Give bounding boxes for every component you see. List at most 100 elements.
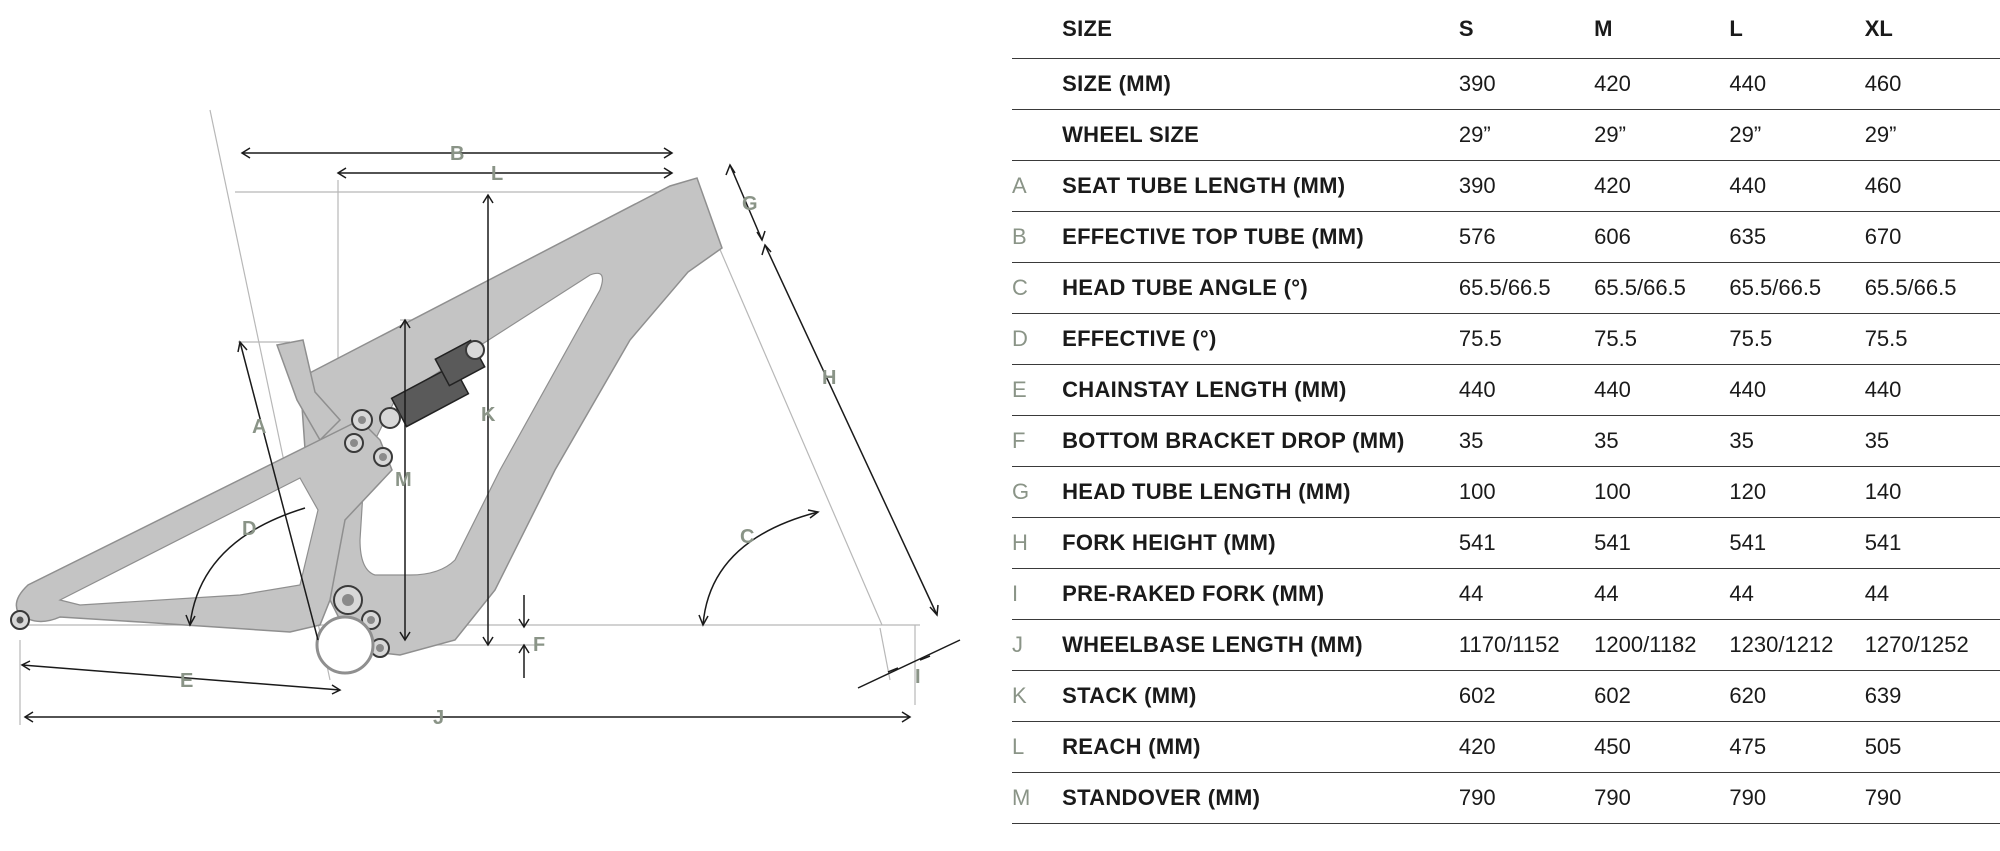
row-value-l: 29” bbox=[1729, 109, 1865, 161]
row-value-xl: 460 bbox=[1864, 58, 2000, 110]
row-letter: F bbox=[1012, 415, 1063, 467]
row-letter: M bbox=[1012, 772, 1063, 824]
row-value-l: 44 bbox=[1729, 568, 1865, 620]
row-value-s: 35 bbox=[1458, 415, 1595, 467]
row-letter bbox=[1012, 109, 1063, 161]
label-e: E bbox=[180, 670, 193, 692]
row-label: WHEELBASE LENGTH (MM) bbox=[1062, 619, 1459, 671]
row-value-l: 65.5/66.5 bbox=[1729, 262, 1865, 314]
header-size-xl: XL bbox=[1864, 0, 2000, 59]
row-value-m: 606 bbox=[1594, 211, 1730, 263]
row-label: WHEEL SIZE bbox=[1062, 109, 1459, 161]
header-size-m: M bbox=[1594, 0, 1730, 59]
row-letter: D bbox=[1012, 313, 1063, 365]
row-letter: J bbox=[1012, 619, 1063, 671]
front-triangle-cutout bbox=[359, 272, 603, 576]
row-value-s: 75.5 bbox=[1458, 313, 1595, 365]
row-label: PRE-RAKED FORK (MM) bbox=[1062, 568, 1459, 620]
label-c: C bbox=[740, 526, 754, 548]
row-value-s: 440 bbox=[1458, 364, 1595, 416]
label-g: G bbox=[742, 193, 758, 215]
row-letter: A bbox=[1012, 160, 1063, 212]
row-value-l: 475 bbox=[1729, 721, 1865, 773]
row-value-m: 35 bbox=[1594, 415, 1730, 467]
row-value-m: 420 bbox=[1594, 58, 1730, 110]
row-value-s: 44 bbox=[1458, 568, 1595, 620]
row-value-l: 440 bbox=[1729, 364, 1865, 416]
bike-frame bbox=[10, 177, 723, 675]
row-value-s: 1170/1152 bbox=[1458, 619, 1595, 671]
row-letter: B bbox=[1012, 211, 1063, 263]
row-label: SEAT TUBE LENGTH (MM) bbox=[1062, 160, 1459, 212]
label-k: K bbox=[481, 404, 496, 426]
row-value-s: 420 bbox=[1458, 721, 1595, 773]
label-m: M bbox=[395, 469, 412, 491]
row-label: FORK HEIGHT (MM) bbox=[1062, 517, 1459, 569]
row-value-xl: 1270/1252 bbox=[1864, 619, 2000, 671]
row-value-xl: 75.5 bbox=[1864, 313, 2000, 365]
row-label: HEAD TUBE LENGTH (MM) bbox=[1062, 466, 1459, 518]
row-value-m: 75.5 bbox=[1594, 313, 1730, 365]
row-value-xl: 35 bbox=[1864, 415, 2000, 467]
row-value-xl: 440 bbox=[1864, 364, 2000, 416]
row-label: SIZE (MM) bbox=[1062, 58, 1459, 110]
row-value-m: 541 bbox=[1594, 517, 1730, 569]
row-value-xl: 44 bbox=[1864, 568, 2000, 620]
row-value-s: 390 bbox=[1458, 160, 1595, 212]
row-value-l: 120 bbox=[1729, 466, 1865, 518]
row-value-l: 1230/1212 bbox=[1729, 619, 1865, 671]
row-value-l: 635 bbox=[1729, 211, 1865, 263]
row-value-m: 1200/1182 bbox=[1594, 619, 1730, 671]
label-f: F bbox=[533, 634, 545, 656]
row-value-m: 420 bbox=[1594, 160, 1730, 212]
rear-triangle-cutout bbox=[58, 477, 319, 606]
label-a: A bbox=[252, 416, 266, 438]
row-value-m: 44 bbox=[1594, 568, 1730, 620]
row-value-l: 620 bbox=[1729, 670, 1865, 722]
label-i: I bbox=[915, 666, 921, 688]
row-value-l: 35 bbox=[1729, 415, 1865, 467]
row-value-s: 541 bbox=[1458, 517, 1595, 569]
row-value-xl: 505 bbox=[1864, 721, 2000, 773]
row-label: CHAINSTAY LENGTH (MM) bbox=[1062, 364, 1459, 416]
dimension-lines bbox=[20, 147, 961, 723]
row-letter: K bbox=[1012, 670, 1063, 722]
row-label: EFFECTIVE (°) bbox=[1062, 313, 1459, 365]
row-value-xl: 639 bbox=[1864, 670, 2000, 722]
header-size-label: SIZE bbox=[1062, 0, 1459, 59]
link-pivots bbox=[333, 409, 393, 658]
row-label: BOTTOM BRACKET DROP (MM) bbox=[1062, 415, 1459, 467]
row-value-m: 65.5/66.5 bbox=[1594, 262, 1730, 314]
row-value-m: 100 bbox=[1594, 466, 1730, 518]
row-value-m: 29” bbox=[1594, 109, 1730, 161]
row-value-l: 440 bbox=[1729, 58, 1865, 110]
row-value-xl: 29” bbox=[1864, 109, 2000, 161]
header-size-l: L bbox=[1729, 0, 1865, 59]
row-letter: E bbox=[1012, 364, 1063, 416]
header-size-s: S bbox=[1458, 0, 1595, 59]
label-j: J bbox=[433, 707, 444, 729]
row-label: STANDOVER (MM) bbox=[1062, 772, 1459, 824]
row-letter: C bbox=[1012, 262, 1063, 314]
row-value-s: 602 bbox=[1458, 670, 1595, 722]
row-label: EFFECTIVE TOP TUBE (MM) bbox=[1062, 211, 1459, 263]
row-value-xl: 460 bbox=[1864, 160, 2000, 212]
row-value-s: 29” bbox=[1458, 109, 1595, 161]
row-value-s: 576 bbox=[1458, 211, 1595, 263]
